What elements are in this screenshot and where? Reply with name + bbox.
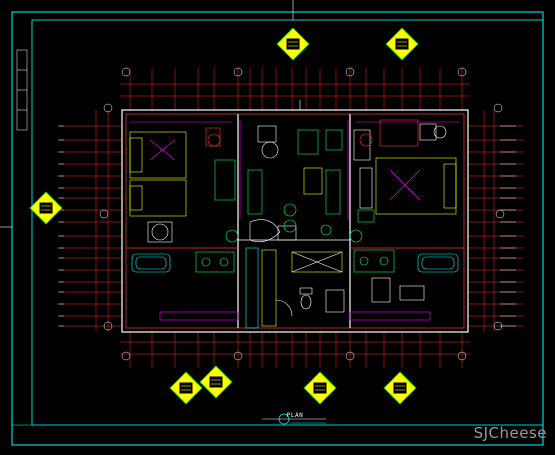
- section-marker-left: [29, 191, 63, 225]
- section-marker-bottom-2: [199, 365, 233, 399]
- left-vanity: [195, 251, 235, 273]
- drawing-title: PLAN: [286, 412, 304, 419]
- right-bathtub: [417, 253, 459, 273]
- building-walls: [121, 109, 469, 333]
- section-marker-top-right: [385, 27, 419, 61]
- grid-bubble: [121, 67, 131, 77]
- left-bed: [129, 131, 187, 217]
- center-bath: [245, 247, 345, 329]
- right-vanity: [353, 249, 425, 303]
- grid-bubble: [345, 351, 355, 361]
- grid-bubble: [495, 209, 505, 219]
- left-bathtub: [131, 253, 171, 273]
- section-markers: [29, 27, 419, 405]
- section-marker-bottom-1: [169, 371, 203, 405]
- inner-frame: [31, 19, 544, 426]
- grid-bubble: [233, 351, 243, 361]
- right-desk: [353, 119, 447, 223]
- section-marker-bottom-3: [303, 371, 337, 405]
- grid-bubble: [103, 321, 113, 331]
- watermark: SJCheese: [473, 424, 547, 442]
- binding-strip: [16, 49, 28, 131]
- grid-bubble: [457, 67, 467, 77]
- left-lounge-chair: [147, 221, 173, 243]
- right-bed: [359, 157, 457, 215]
- grid-bubble: [99, 209, 109, 219]
- left-closet: [205, 127, 236, 201]
- title-symbol: [262, 413, 326, 425]
- center-living: [247, 100, 343, 243]
- grid-bubble: [103, 103, 113, 113]
- grid-bubble: [121, 351, 131, 361]
- section-marker-top-left: [276, 27, 310, 61]
- grid-bubble: [493, 321, 503, 331]
- grid-bubble: [493, 103, 503, 113]
- grid-bubble: [233, 67, 243, 77]
- grid-bubbles: [99, 67, 505, 361]
- section-marker-bottom-4: [383, 371, 417, 405]
- grid-bubble: [345, 67, 355, 77]
- elevation-markers: [207, 133, 373, 243]
- grid-bubble: [457, 351, 467, 361]
- dimension-lines: [58, 68, 524, 368]
